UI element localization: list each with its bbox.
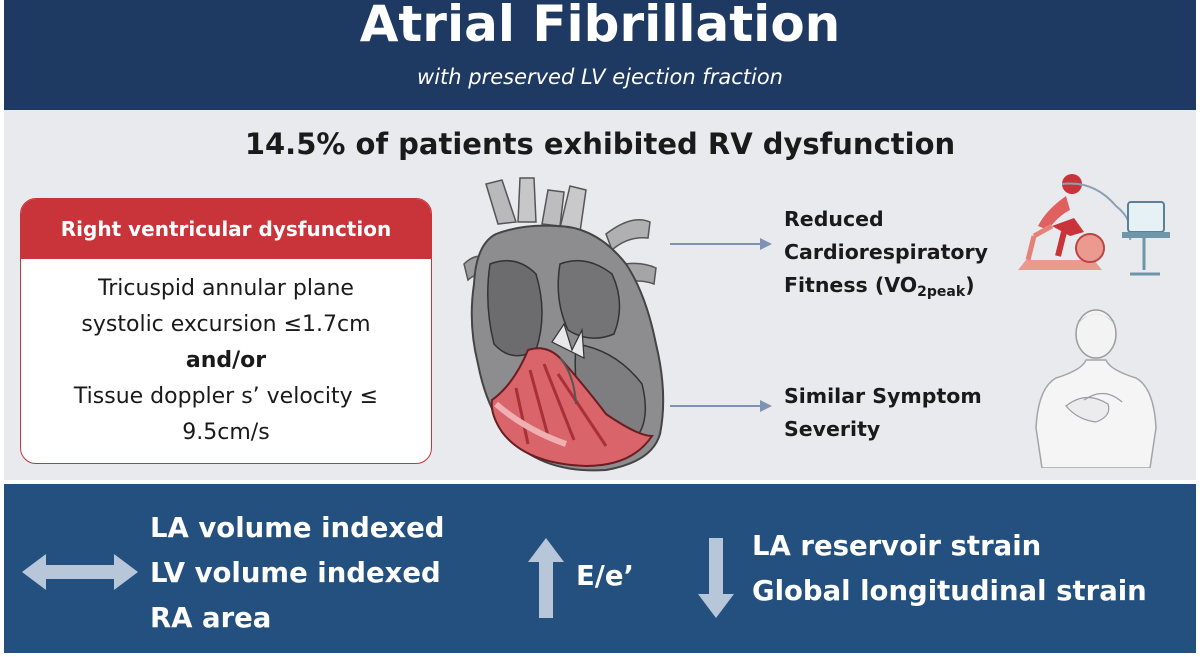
decreased-item: LA reservoir strain <box>752 530 1042 562</box>
unchanged-item: LV volume indexed <box>150 557 441 589</box>
symptom-outcome: Similar Symptom Severity <box>784 380 982 446</box>
exercise-bike-icon <box>1018 174 1170 276</box>
person-chest-icon <box>1035 309 1157 468</box>
unchanged-item: LA volume indexed <box>150 512 445 544</box>
fitness-vo2-close: ) <box>965 273 975 297</box>
rv-criteria: Tricuspid annular plane systolic excursi… <box>21 271 431 451</box>
fitness-vo2-subscript: 2peak <box>917 284 966 300</box>
decreased-list: LA reservoir strain Global longitudinal … <box>752 524 1147 614</box>
rv-dysfunction-heading: Right ventricular dysfunction <box>21 199 431 259</box>
rv-criteria-line: Tissue doppler s’ velocity ≤ <box>73 384 379 409</box>
up-arrow-icon <box>528 538 564 618</box>
fitness-vo2-label: Fitness (VO <box>784 273 918 297</box>
heart-illustration-icon <box>463 177 665 472</box>
rv-criteria-line: systolic excursion ≤1.7cm <box>81 312 371 337</box>
unchanged-list: LA volume indexed LV volume indexed RA a… <box>150 506 445 641</box>
fitness-line: Reduced <box>784 207 884 231</box>
page-title: Atrial Fibrillation <box>359 0 841 53</box>
header-banner: Atrial Fibrillation with preserved LV ej… <box>4 0 1196 110</box>
fitness-line: Cardiorespiratory <box>784 240 988 264</box>
fitness-line: Fitness (VO2peak) <box>784 269 988 309</box>
arrow-to-fitness-icon <box>670 238 772 250</box>
decreased-item: Global longitudinal strain <box>752 575 1147 607</box>
increased-item: E/e’ <box>576 560 634 592</box>
rv-criteria-connector: and/or <box>185 348 267 373</box>
arrow-to-symptoms-icon <box>670 400 772 412</box>
fitness-outcome: Reduced Cardiorespiratory Fitness (VO2pe… <box>784 203 988 309</box>
headline: 14.5% of patients exhibited RV dysfuncti… <box>244 127 956 161</box>
rv-criteria-line: 9.5cm/s <box>182 420 270 445</box>
echo-findings-panel: LA volume indexed LV volume indexed RA a… <box>4 484 1196 653</box>
rv-dysfunction-box: Right ventricular dysfunction Tricuspid … <box>20 198 432 464</box>
page-subtitle: with preserved LV ejection fraction <box>417 65 783 89</box>
symptom-line: Severity <box>784 417 881 441</box>
findings-panel: 14.5% of patients exhibited RV dysfuncti… <box>4 110 1196 480</box>
rv-criteria-line: Tricuspid annular plane <box>98 276 354 301</box>
symptom-line: Similar Symptom <box>784 384 982 408</box>
unchanged-item: RA area <box>150 602 272 634</box>
down-arrow-icon <box>698 538 734 618</box>
double-arrow-icon <box>22 554 138 590</box>
